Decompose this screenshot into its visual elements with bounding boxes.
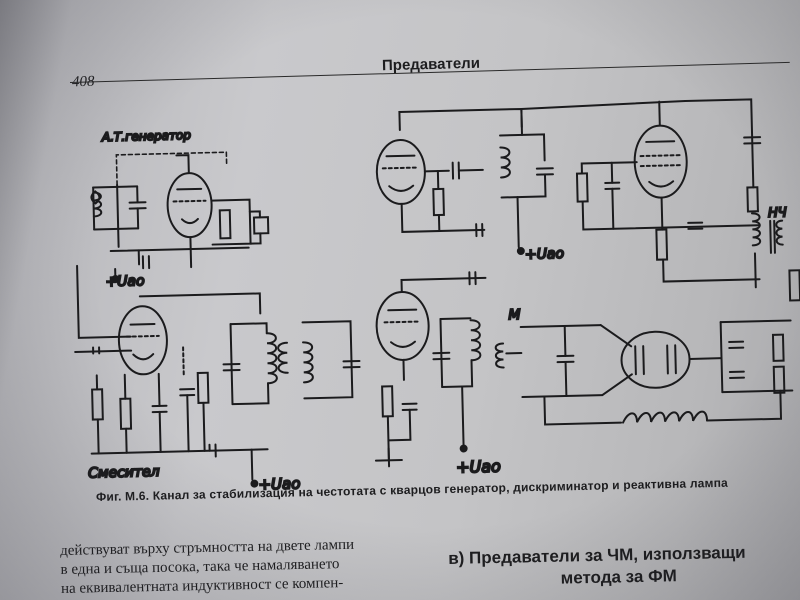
section-heading: в) Предаватели за ЧМ, използващи метода … xyxy=(448,540,800,592)
ua0-label-1: +Uао xyxy=(105,273,145,290)
ua0-label-2: +Uао xyxy=(258,474,300,493)
hf-label: НЧ xyxy=(768,206,787,221)
ua0-label-4: +Uао xyxy=(525,246,565,263)
m-label: M xyxy=(508,307,520,323)
mixer-label: Смесител xyxy=(88,464,160,482)
agc-label: А.Т.генератор xyxy=(101,128,192,144)
reactance-stage xyxy=(375,98,800,302)
ua0-label-3: +Uао xyxy=(456,457,501,477)
mixer-stage xyxy=(90,292,289,488)
discriminator-stage xyxy=(301,271,794,468)
body-paragraph: действуват върху стръмността на двете ла… xyxy=(60,535,402,600)
oscillator-stage xyxy=(90,151,270,283)
